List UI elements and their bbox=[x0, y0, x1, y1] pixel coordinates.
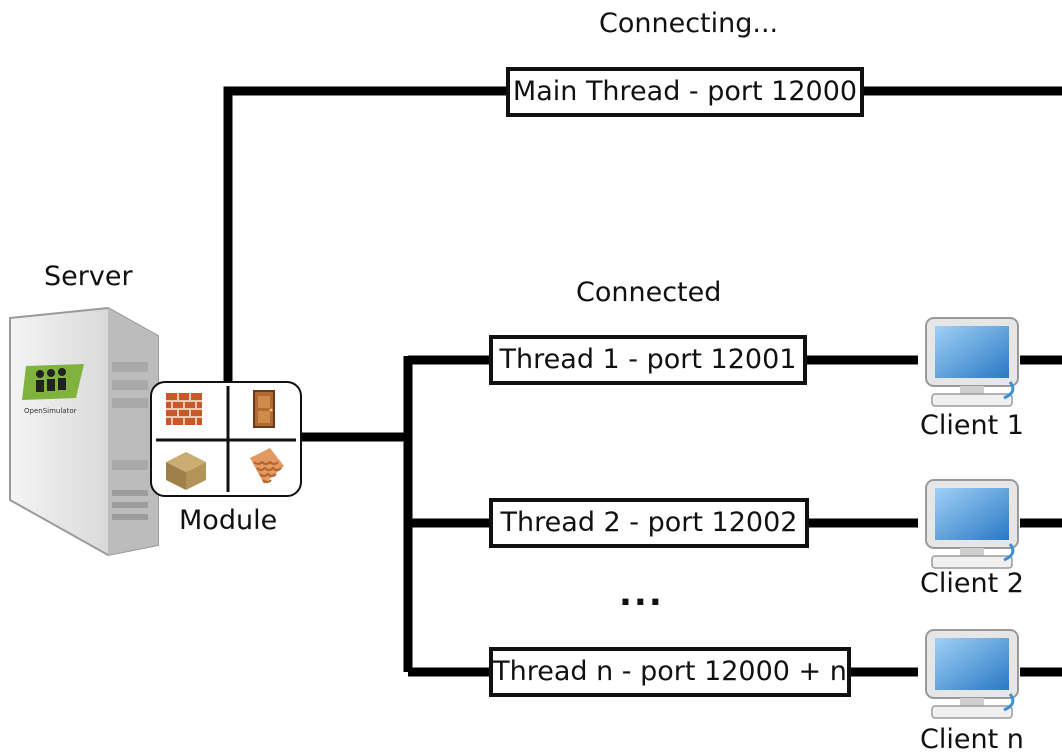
threadn-box: Thread n - port 12000 + n bbox=[489, 647, 851, 697]
module-panel bbox=[150, 381, 302, 497]
box-icon bbox=[166, 452, 206, 490]
server-label: Server bbox=[44, 261, 133, 292]
client1-computer-icon bbox=[925, 317, 1019, 407]
main-thread-box: Main Thread - port 12000 bbox=[506, 67, 864, 117]
thread2-box: Thread 2 - port 12002 bbox=[489, 498, 809, 548]
clientn-computer-icon bbox=[925, 629, 1019, 719]
module-label: Module bbox=[179, 505, 278, 536]
more-threads-ellipsis: ... bbox=[619, 574, 664, 614]
connecting-label: Connecting... bbox=[599, 8, 779, 39]
client1-label: Client 1 bbox=[920, 410, 1024, 441]
client2-computer-icon bbox=[925, 479, 1019, 569]
door-icon bbox=[253, 390, 275, 428]
opensimulator-logo-text: OpenSimulator bbox=[24, 407, 77, 415]
client2-label: Client 2 bbox=[920, 568, 1024, 599]
server-tower-icon: OpenSimulator bbox=[9, 306, 159, 557]
thread1-box: Thread 1 - port 12001 bbox=[489, 335, 807, 385]
clientn-label: Client n bbox=[920, 724, 1024, 755]
roof-tiles-icon bbox=[250, 448, 284, 484]
connected-label: Connected bbox=[576, 277, 722, 308]
brick-wall-icon bbox=[166, 393, 202, 425]
